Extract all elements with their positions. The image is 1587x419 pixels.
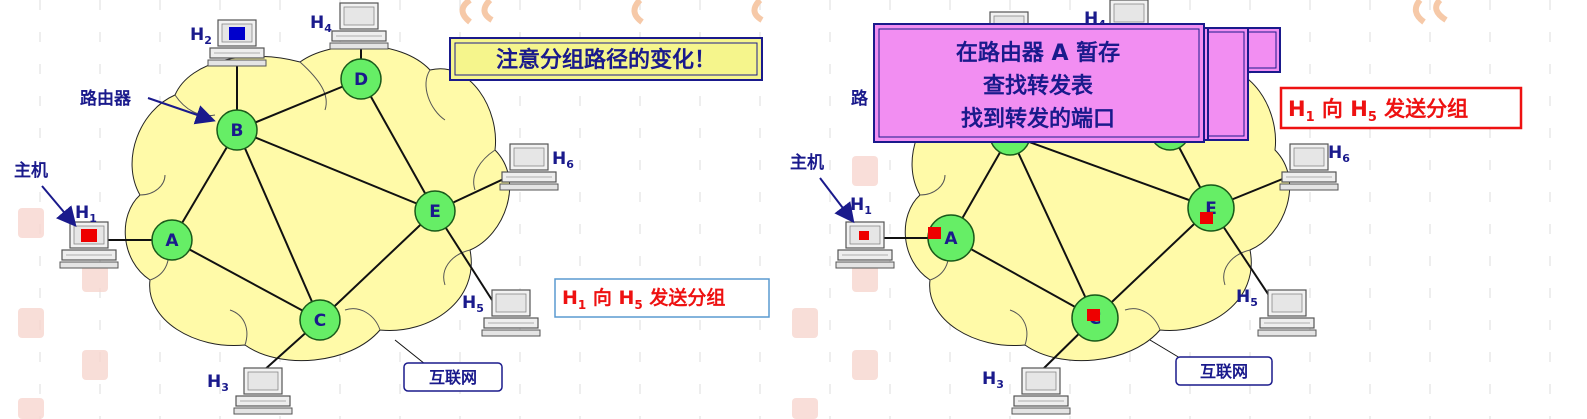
svg-text:H1 向 H5 发送分组: H1 向 H5 发送分组 — [562, 286, 725, 312]
router-C: C — [299, 299, 341, 341]
host-H4-computer-icon — [329, 2, 389, 50]
send-packet-label: H1 向 H5 发送分组 — [554, 278, 770, 318]
packet-icon — [859, 231, 869, 240]
right-network-diagram: A C E H1 H4 — [790, 0, 1523, 415]
popup-line-2: 查找转发表 — [983, 73, 1094, 99]
host-H6-label-right: H6 — [1328, 143, 1350, 165]
router-label: 路由器 — [80, 88, 132, 109]
svg-text:C: C — [314, 311, 326, 331]
callout-box: 注意分组路径的变化！ — [449, 37, 763, 81]
watermark-seals — [18, 156, 878, 419]
host-H1-label-right: H1 — [850, 195, 872, 217]
router-D: D — [340, 58, 382, 100]
router-B: B — [216, 109, 258, 151]
decor-arcs — [459, 0, 1448, 25]
svg-text:A: A — [165, 231, 179, 251]
forwarding-popup: 在路由器 A 暂存 查找转发表 找到转发的端口 — [873, 23, 1205, 143]
host-H1-computer-icon-right — [835, 221, 895, 269]
send-packet-label-right: H1 向 H5 发送分组 — [1279, 86, 1523, 130]
host-arrow — [41, 185, 77, 228]
svg-text:E: E — [1205, 199, 1217, 219]
packet-icon — [1200, 212, 1213, 224]
svg-text:H1 向 H5 发送分组: H1 向 H5 发送分组 — [1288, 97, 1468, 125]
host-H2-computer-icon — [207, 19, 267, 67]
packet-icon — [1087, 309, 1100, 321]
router-label-partial: 路 — [851, 88, 869, 109]
svg-text:D: D — [354, 70, 368, 90]
router-arrow — [147, 97, 216, 125]
host-H5-label-right: H5 — [1236, 287, 1258, 309]
host-label: 主机 — [14, 160, 48, 181]
svg-text:E: E — [429, 202, 441, 222]
svg-text:B: B — [231, 121, 244, 141]
router-E-right: E — [1187, 184, 1235, 232]
host-H3-computer-icon — [233, 367, 293, 415]
internet-label-right: 互联网 — [1200, 362, 1248, 381]
host-H3-label-right: H3 — [982, 369, 1004, 391]
packet-icon — [81, 229, 97, 242]
packet-icon — [928, 227, 941, 239]
router-A: A — [151, 219, 193, 261]
internet-label-box — [403, 362, 503, 392]
left-network-diagram: A B C D E — [14, 2, 770, 415]
host-H1-label: H1 — [75, 203, 97, 225]
svg-text:A: A — [944, 229, 958, 249]
host-H1-computer-icon — [59, 221, 119, 269]
host-H3-computer-icon-right — [1011, 367, 1071, 415]
callout-text: 注意分组路径的变化！ — [496, 47, 716, 73]
host-H5-label: H5 — [462, 293, 484, 315]
host-H4-label: H4 — [310, 13, 332, 35]
host-H2-label: H2 — [190, 25, 212, 47]
host-H3-label: H3 — [207, 372, 229, 394]
router-A-right: A — [927, 214, 975, 262]
host-label-right: 主机 — [790, 152, 824, 173]
internet-label-box-right — [1175, 356, 1273, 386]
popup-line-1: 在路由器 A 暂存 — [956, 40, 1120, 66]
internet-label: 互联网 — [429, 368, 477, 387]
router-E: E — [414, 190, 456, 232]
popup-line-3: 找到转发的端口 — [961, 106, 1115, 132]
router-C-right: C — [1071, 294, 1119, 342]
packet-icon — [229, 27, 245, 40]
host-H6-label: H6 — [552, 149, 574, 171]
host-H5-computer-icon-right — [1257, 289, 1317, 337]
